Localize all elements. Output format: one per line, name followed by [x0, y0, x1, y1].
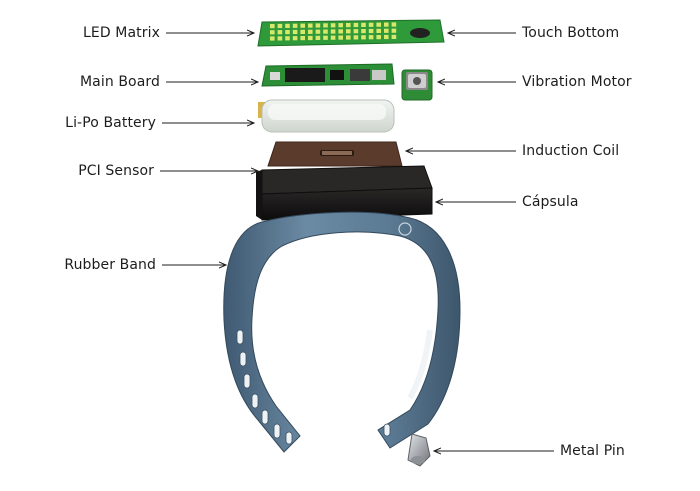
led	[354, 35, 359, 39]
label-capsula: Cápsula	[522, 194, 579, 210]
led	[308, 30, 313, 34]
led	[285, 36, 290, 40]
led	[338, 36, 343, 40]
lipo-battery	[258, 100, 394, 132]
led	[392, 35, 397, 39]
led	[361, 35, 366, 39]
led	[293, 36, 298, 40]
led	[270, 24, 275, 28]
led	[376, 23, 381, 27]
led	[308, 36, 313, 40]
label-rubber-band: Rubber Band	[40, 257, 156, 273]
label-lipo-battery: Li-Po Battery	[40, 115, 156, 131]
led	[384, 35, 389, 39]
led	[316, 30, 321, 34]
label-touch-bottom: Touch Bottom	[522, 25, 619, 41]
led	[278, 24, 283, 28]
led	[369, 35, 374, 39]
led	[323, 36, 328, 40]
led	[369, 29, 374, 33]
led	[392, 29, 397, 33]
led	[384, 29, 389, 33]
led-matrix-board	[258, 20, 444, 46]
label-main-board: Main Board	[60, 74, 160, 90]
led	[361, 23, 366, 27]
led	[300, 36, 305, 40]
main-board	[262, 64, 394, 86]
led	[392, 22, 397, 26]
label-metal-pin: Metal Pin	[560, 443, 625, 459]
led	[293, 24, 298, 28]
vibration-motor	[402, 70, 432, 100]
led	[331, 29, 336, 33]
label-induction-coil: Induction Coil	[522, 143, 619, 159]
metal-pin	[408, 434, 430, 466]
led	[376, 29, 381, 33]
led	[384, 23, 389, 27]
led	[308, 24, 313, 28]
label-vibration-motor: Vibration Motor	[522, 74, 632, 90]
led	[346, 35, 351, 39]
rubber-band	[224, 212, 460, 452]
induction-coil	[268, 142, 402, 166]
led	[338, 23, 343, 27]
led	[376, 35, 381, 39]
led	[354, 29, 359, 33]
led	[323, 23, 328, 27]
led	[338, 29, 343, 33]
led	[331, 23, 336, 27]
label-led-matrix: LED Matrix	[60, 25, 160, 41]
led	[285, 30, 290, 34]
led	[293, 30, 298, 34]
led	[270, 30, 275, 34]
led	[300, 24, 305, 28]
led	[369, 23, 374, 27]
led	[278, 30, 283, 34]
led	[270, 36, 275, 40]
led	[323, 30, 328, 34]
led	[346, 23, 351, 27]
leader-lines	[160, 33, 554, 451]
led	[316, 23, 321, 27]
led	[285, 24, 290, 28]
led	[300, 30, 305, 34]
touch-sensor-component	[410, 28, 430, 38]
led	[361, 29, 366, 33]
led	[354, 23, 359, 27]
label-pci-sensor: PCI Sensor	[54, 163, 154, 179]
led	[278, 36, 283, 40]
led	[331, 36, 336, 40]
led	[316, 36, 321, 40]
led	[346, 29, 351, 33]
